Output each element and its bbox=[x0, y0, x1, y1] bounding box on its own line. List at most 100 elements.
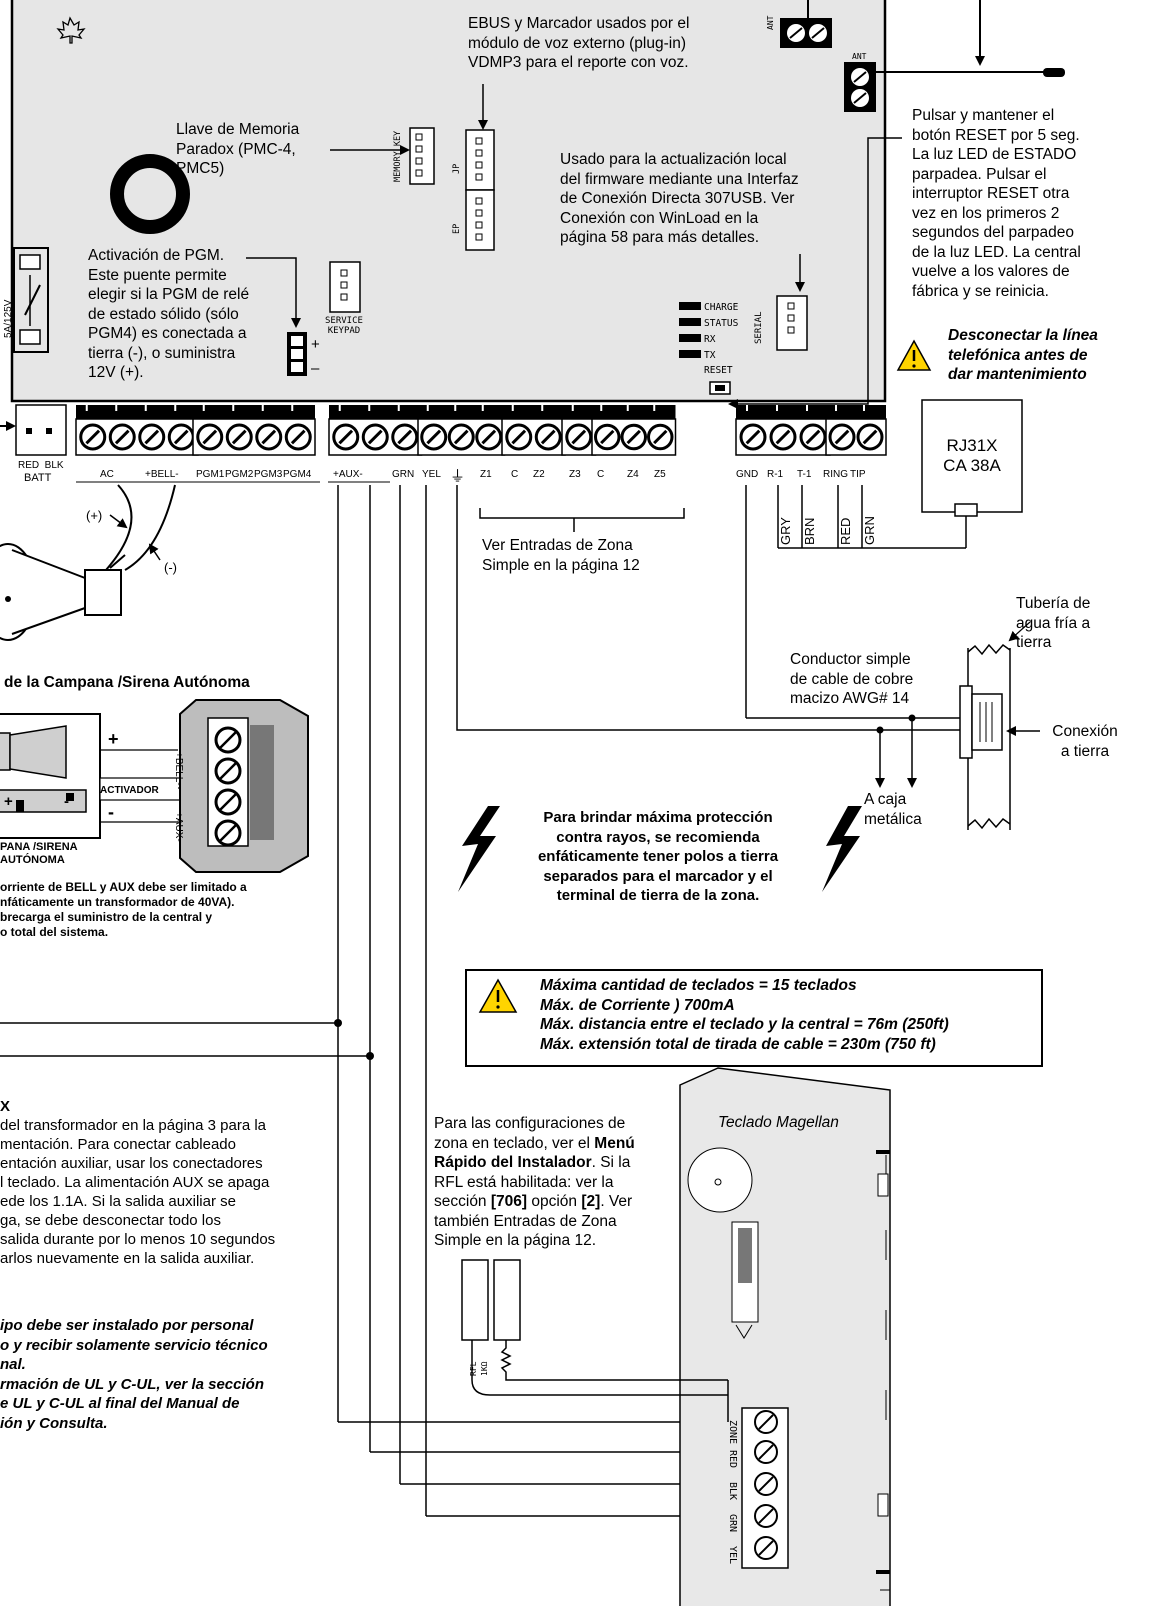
terminal-label: Z5 bbox=[654, 469, 666, 480]
zone-inputs-note: Ver Entradas de Zona Simple en la página… bbox=[482, 537, 640, 574]
terminal-label: GND bbox=[736, 469, 759, 480]
aux-title: X bbox=[0, 1098, 11, 1115]
terminal-label: +AUX- bbox=[333, 469, 363, 480]
terminal-label: PGM4 bbox=[283, 469, 312, 480]
siren-caption: PANA /SIRENA AUTÓNOMA bbox=[0, 841, 78, 866]
antenna-tip bbox=[1043, 68, 1065, 77]
negative-label: (-) bbox=[164, 560, 177, 575]
terminal-block-header bbox=[592, 405, 676, 419]
battery-connector bbox=[15, 404, 67, 456]
memory-key-label: MEMORY KEY bbox=[393, 130, 403, 182]
standalone-siren-diagram: + - + - bbox=[0, 699, 309, 873]
siren-speaker bbox=[0, 543, 126, 641]
reset-note: Pulsar y mantener el botón RESET por 5 s… bbox=[912, 107, 1081, 300]
keypad-terminal-label: RED bbox=[727, 1450, 738, 1469]
keypad-terminal-label: ZONE bbox=[727, 1420, 738, 1445]
keypad-limit-line: Máx. de Corriente ) 700mA bbox=[540, 996, 735, 1014]
keypad-terminal-block bbox=[741, 1407, 789, 1569]
memory-key-connector bbox=[409, 127, 435, 185]
rfl-label: RFL bbox=[469, 1361, 478, 1376]
status-leds bbox=[679, 302, 701, 358]
keypad-limit-line: Máx. extensión total de tirada de cable … bbox=[540, 1035, 936, 1053]
terminal-label: Z3 bbox=[569, 469, 581, 480]
terminal-label: T-1 bbox=[797, 469, 812, 480]
svg-text:+: + bbox=[4, 793, 13, 810]
terminal-label: PGM3 bbox=[254, 469, 283, 480]
terminal-block-header bbox=[193, 405, 315, 419]
serial-note: Usado para la actualización local del fi… bbox=[560, 151, 799, 246]
battery-label: BATT bbox=[24, 472, 52, 484]
warning-triangle-icon bbox=[896, 339, 932, 371]
reset-label: RESET bbox=[704, 365, 733, 376]
ant-label-2: ANT bbox=[852, 52, 867, 61]
led-labels: CHARGE STATUS RX TX bbox=[704, 300, 738, 364]
warning-triangle-icon bbox=[478, 978, 518, 1013]
lightning-note: Para brindar máxima protección contra ra… bbox=[537, 809, 779, 904]
metal-box-note: A caja metálica bbox=[864, 791, 922, 828]
rj31x-jack bbox=[921, 399, 1023, 513]
terminal-label: AC bbox=[100, 469, 114, 480]
pgm-minus: – bbox=[311, 360, 320, 377]
service-keypad-label: SERVICE KEYPAD bbox=[325, 316, 363, 336]
lightning-bolt-icon bbox=[822, 806, 862, 892]
terminal-block-header bbox=[502, 405, 565, 419]
antenna-connector-2 bbox=[844, 62, 876, 112]
ground-connection-note: Conexión a tierra bbox=[1052, 723, 1118, 760]
siren-bell-label: +BELL- bbox=[173, 752, 184, 786]
ul-note: ipo debe ser instalado por personal o y … bbox=[0, 1317, 268, 1432]
phone-warning: Desconectar la línea telefónica antes de… bbox=[948, 327, 1098, 383]
service-keypad-connector bbox=[329, 261, 361, 313]
led-label: CHARGE bbox=[704, 302, 739, 313]
terminal-block-header bbox=[418, 405, 505, 419]
pgm-jumper bbox=[287, 332, 307, 376]
keypad-limit-line: Máxima cantidad de teclados = 15 teclado… bbox=[540, 977, 857, 994]
wire-color-label: BRN bbox=[802, 517, 817, 545]
control-panel-board bbox=[10, 0, 887, 403]
antenna-connector-1 bbox=[780, 18, 832, 48]
terminal-block-header bbox=[562, 405, 596, 419]
ebus-note: EBUS y Marcador usados por el módulo de … bbox=[468, 15, 690, 71]
jp-connector bbox=[465, 129, 495, 191]
terminal-label: Z4 bbox=[627, 469, 639, 480]
terminal-label: RING bbox=[823, 469, 848, 480]
keypad-limit-line: Máx. distancia entre el teclado y la cen… bbox=[540, 1016, 949, 1033]
positive-label: (+) bbox=[86, 508, 103, 523]
terminal-label: GRN bbox=[392, 469, 415, 480]
svg-text:-: - bbox=[64, 793, 69, 810]
keypad-terminal-label: YEL bbox=[727, 1546, 738, 1565]
fuse bbox=[13, 247, 49, 353]
terminal-label: PGM2 bbox=[225, 469, 254, 480]
jp-label: JP bbox=[452, 163, 462, 174]
memory-key-note: Llave de Memoria Paradox (PMC-4, PMC5) bbox=[176, 121, 300, 177]
ep-label: EP bbox=[452, 223, 462, 234]
wire-color-label: GRN bbox=[862, 516, 877, 545]
maple-leaf-icon bbox=[56, 16, 86, 44]
fuse-label: 5A/125V bbox=[3, 299, 14, 338]
water-pipe-note: Tubería de agua fría a tierra bbox=[1016, 595, 1091, 651]
serial-label: SERIAL bbox=[754, 311, 764, 344]
battery-wire-label: RED BLK bbox=[18, 460, 64, 471]
bell-current-note: orriente de BELL y AUX debe ser limitado… bbox=[0, 880, 247, 939]
water-pipe bbox=[959, 643, 1011, 830]
rfl-end-of-line-resistor bbox=[461, 1259, 728, 1396]
magellan-keypad bbox=[679, 1067, 891, 1606]
siren-title: de la Campana /Sirena Autónoma bbox=[4, 674, 250, 691]
ep-connector bbox=[465, 189, 495, 251]
buzzer-ring bbox=[110, 154, 190, 234]
svg-text:-: - bbox=[108, 802, 114, 822]
conductor-note: Conductor simple de cable de cobre maciz… bbox=[790, 651, 914, 707]
ground-symbol-icon: ⏚ bbox=[450, 467, 466, 485]
keypad-zone-note: Para las configuraciones de zona en tecl… bbox=[434, 1115, 635, 1249]
led-label: TX bbox=[704, 350, 716, 361]
wire-color-label: RED bbox=[838, 517, 853, 545]
svg-text:+: + bbox=[108, 729, 119, 749]
terminal-block-header bbox=[76, 405, 198, 419]
terminal-label: R-1 bbox=[767, 469, 784, 480]
led-label: RX bbox=[704, 334, 716, 345]
wire-color-label: GRY bbox=[778, 517, 793, 545]
terminal-block-header bbox=[736, 405, 830, 419]
terminal-label: C bbox=[511, 469, 519, 480]
terminal-label: TIP bbox=[850, 469, 866, 480]
terminal-label: PGM1 bbox=[196, 469, 225, 480]
